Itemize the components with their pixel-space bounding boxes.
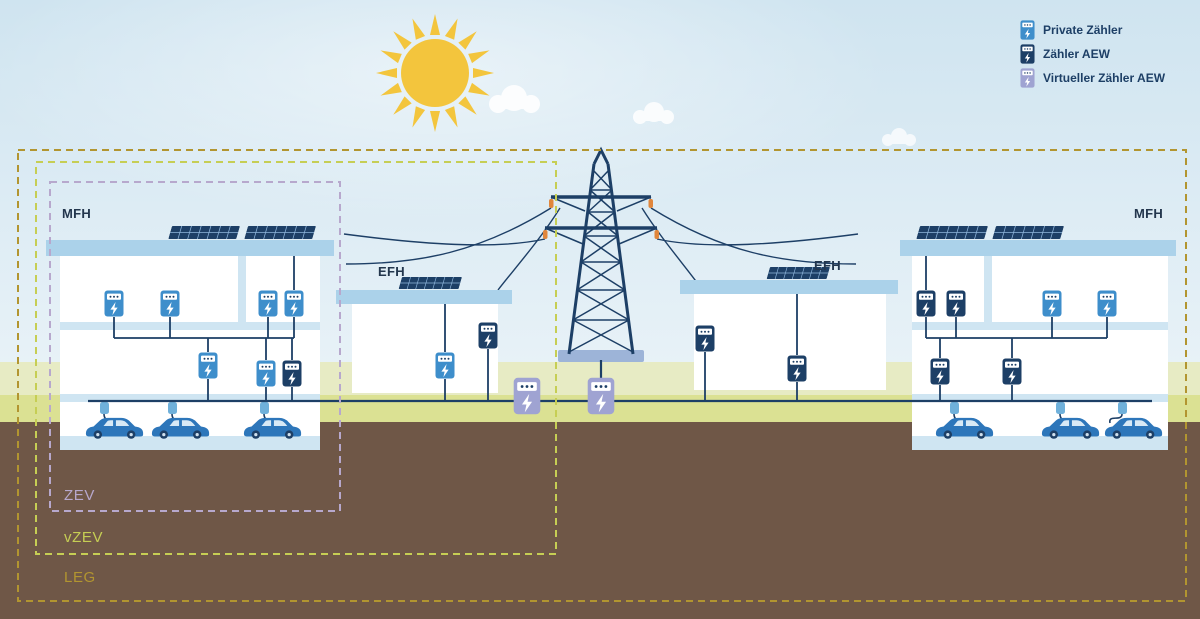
building-efh-left bbox=[336, 277, 512, 401]
garage-floor bbox=[60, 436, 320, 450]
building-wiring bbox=[704, 294, 798, 401]
cloud-icon bbox=[882, 128, 916, 146]
building-mfh-right bbox=[900, 226, 1176, 450]
solar-panel-icon bbox=[398, 277, 462, 289]
legend-item-private: Private Zähler bbox=[1020, 20, 1165, 40]
aew-meter-icon bbox=[282, 360, 302, 387]
aew-meter-icon bbox=[1020, 44, 1035, 64]
legend-label: Virtueller Zähler AEW bbox=[1043, 71, 1166, 85]
insulator-icon bbox=[543, 199, 659, 239]
private-meter-icon bbox=[284, 290, 304, 317]
private-meter-icon bbox=[160, 290, 180, 317]
private-meter-icon bbox=[104, 290, 124, 317]
private-meter-icon bbox=[256, 360, 276, 387]
building-label-efh-right: EFH bbox=[814, 258, 841, 273]
tower-platform bbox=[558, 350, 644, 362]
virtual-meter-icon bbox=[1020, 68, 1035, 88]
building-label-mfh-right: MFH bbox=[1134, 206, 1164, 221]
aew-meter-icon bbox=[695, 325, 715, 352]
floor-slab bbox=[912, 394, 1168, 402]
roof bbox=[680, 280, 898, 294]
garage-floor bbox=[912, 436, 1168, 450]
private-meter-icon bbox=[1042, 290, 1062, 317]
cloud-icon bbox=[489, 85, 540, 113]
solar-panel-icon bbox=[992, 226, 1064, 239]
building-body bbox=[60, 256, 320, 450]
zone-leg-boundary bbox=[17, 149, 1187, 602]
roof bbox=[336, 290, 512, 304]
building-efh-right bbox=[680, 267, 898, 401]
aew-meter-icon bbox=[916, 290, 936, 317]
building-mfh-left bbox=[46, 226, 334, 450]
roof bbox=[900, 240, 1176, 256]
building-label-efh-left: EFH bbox=[378, 264, 405, 279]
sun-icon bbox=[376, 14, 494, 132]
cloud-icon bbox=[633, 102, 674, 124]
legend-label: Private Zähler bbox=[1043, 23, 1123, 37]
legend-item-aew: Zähler AEW bbox=[1020, 44, 1165, 64]
wall-divider bbox=[984, 256, 992, 322]
aew-meter-icon bbox=[930, 358, 950, 385]
private-meter-icon bbox=[1020, 20, 1035, 40]
roof bbox=[46, 240, 334, 256]
building-wiring bbox=[113, 256, 295, 401]
floor-slab bbox=[60, 322, 320, 330]
legend-label: Zähler AEW bbox=[1043, 47, 1110, 61]
aew-meter-icon bbox=[787, 355, 807, 382]
legend: Private Zähler Zähler AEW Virtueller Zäh… bbox=[1020, 20, 1165, 88]
solar-panel-icon bbox=[168, 226, 240, 239]
floor-slab bbox=[60, 394, 320, 402]
floor-slab bbox=[912, 322, 1168, 330]
wall-divider bbox=[238, 256, 246, 322]
zone-label-leg: LEG bbox=[64, 569, 96, 586]
aew-meter-icon bbox=[1002, 358, 1022, 385]
zone-label-vzev: vZEV bbox=[64, 529, 104, 546]
virtual-meter-icon bbox=[587, 377, 615, 415]
private-meter-icon bbox=[435, 352, 455, 379]
ground-soil bbox=[0, 422, 1200, 619]
solar-panel-icon bbox=[916, 226, 988, 239]
building-label-mfh-left: MFH bbox=[62, 206, 92, 221]
private-meter-icon bbox=[258, 290, 278, 317]
aew-meter-icon bbox=[946, 290, 966, 317]
zone-label-zev: ZEV bbox=[64, 487, 95, 504]
building-body bbox=[352, 304, 498, 393]
legend-item-virtual: Virtueller Zähler AEW bbox=[1020, 68, 1165, 88]
zone-zev-boundary bbox=[49, 181, 341, 512]
building-wiring bbox=[925, 256, 1108, 401]
aew-meter-icon bbox=[478, 322, 498, 349]
private-meter-icon bbox=[198, 352, 218, 379]
building-wiring bbox=[444, 304, 489, 401]
solar-panel-icon bbox=[244, 226, 316, 239]
virtual-meter-icon bbox=[513, 377, 541, 415]
private-meter-icon bbox=[1097, 290, 1117, 317]
